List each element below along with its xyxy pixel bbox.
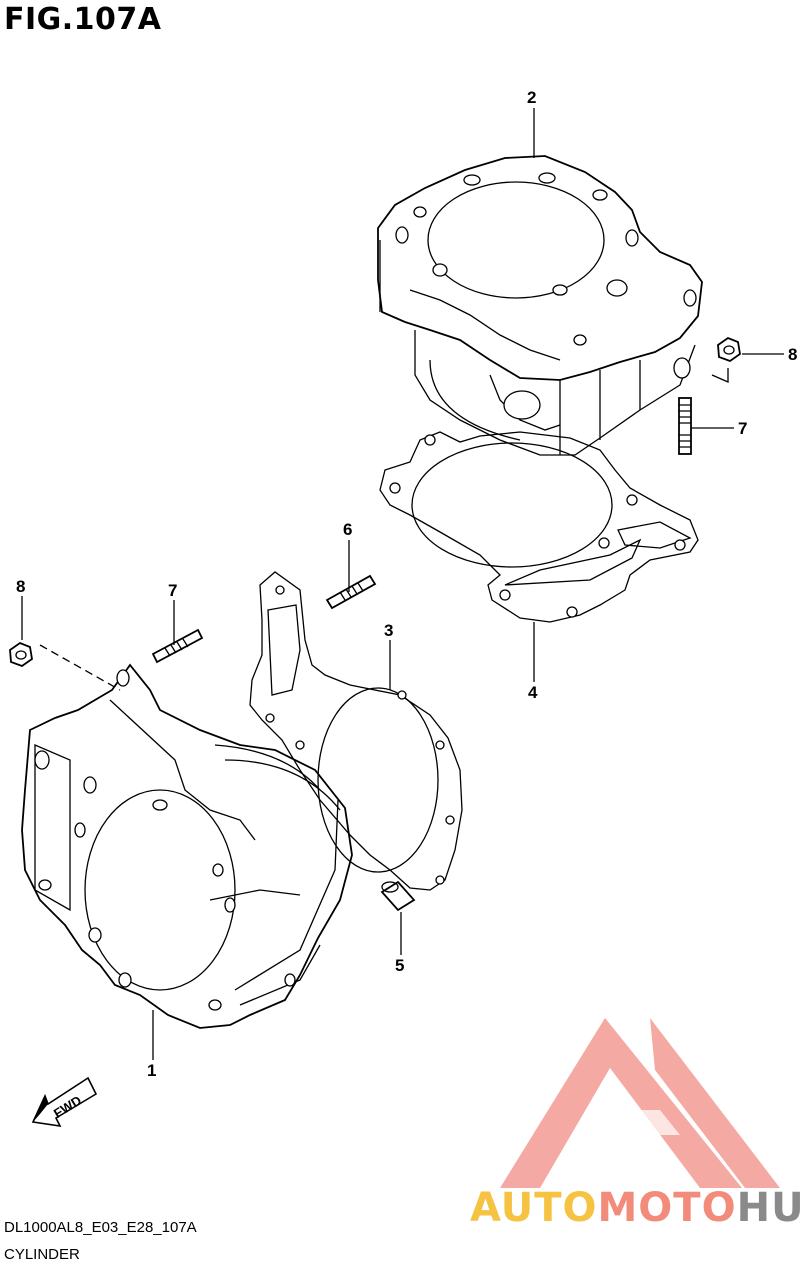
callout-4: 4 [528,683,538,702]
cylinder-side-view [21,663,353,1029]
callout-7-lower: 7 [168,581,177,600]
cylinder-base-gasket-upper [379,431,699,623]
nut-lower-icon [9,641,33,668]
watermark-part-hub: HUB [736,1185,800,1231]
watermark-part-auto: AUTO [470,1185,598,1231]
callout-6: 6 [343,520,352,539]
stud-bolt-lower-icon [151,628,204,664]
watermark-logo-icon [500,1018,780,1188]
stud-bolt-upper-icon [678,397,692,455]
fwd-arrow-icon: FWD [31,1076,98,1128]
callout-5: 5 [395,956,404,975]
callout-2: 2 [527,88,536,107]
nut-upper-icon [711,336,741,383]
dowel-pin-icon [380,880,416,912]
callout-8-upper: 8 [788,345,797,364]
cylinder-top-view [377,155,703,456]
figure-title: FIG.107A [4,2,162,37]
leader-lines [21,108,784,1060]
callout-8-lower: 8 [16,577,25,596]
figure-code: DL1000AL8_E03_E28_107A [4,1219,197,1236]
cylinder-base-gasket-lower [249,571,463,891]
watermark-part-moto: MOTO [597,1185,737,1231]
figure-caption: CYLINDER [4,1246,80,1263]
stud-bolt-6-icon [325,574,377,610]
watermark-text: AUTOMOTOHUB [470,1185,800,1231]
callout-1: 1 [147,1061,156,1080]
callout-3: 3 [384,621,393,640]
callout-7-upper: 7 [738,419,747,438]
